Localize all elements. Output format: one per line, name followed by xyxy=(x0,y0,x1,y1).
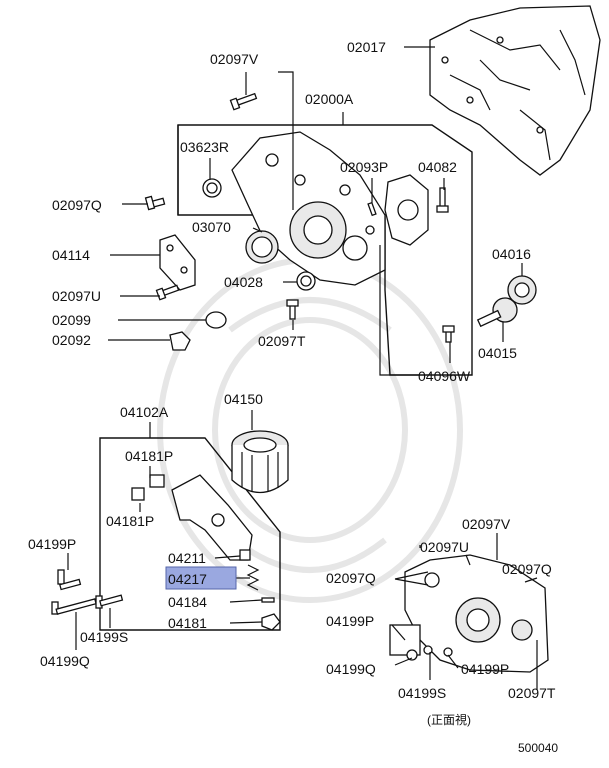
label-04181[interactable]: 04181 xyxy=(168,615,207,631)
oil-pump-cover-04082[interactable] xyxy=(384,174,429,246)
bolt-02097U-left[interactable] xyxy=(155,284,180,301)
label-04199S-front[interactable]: 04199S xyxy=(398,685,446,701)
front-view-case[interactable] xyxy=(389,554,549,673)
engine-block-outline xyxy=(429,5,601,176)
o-ring-02099[interactable] xyxy=(205,311,227,329)
highlight-04217 xyxy=(165,566,237,590)
label-02099[interactable]: 02099 xyxy=(52,312,91,328)
label-04016[interactable]: 04016 xyxy=(492,246,531,262)
label-02017[interactable]: 02017 xyxy=(347,39,386,55)
oil-filter-bracket[interactable] xyxy=(171,474,253,561)
label-04028[interactable]: 04028 xyxy=(224,274,263,290)
leader-lines-lower-left xyxy=(67,466,263,650)
label-02093P[interactable]: 02093P xyxy=(340,159,388,175)
part-labels: 02017 02097V 02000A 03623R 02093P 04082 … xyxy=(28,39,556,701)
plug-04181[interactable] xyxy=(261,613,281,631)
label-04199Q-left[interactable]: 04199Q xyxy=(40,653,90,669)
label-03623R[interactable]: 03623R xyxy=(180,139,229,155)
label-02097V-front[interactable]: 02097V xyxy=(462,516,511,532)
gasket-04114[interactable] xyxy=(159,234,196,291)
label-04082[interactable]: 04082 xyxy=(418,159,457,175)
gear-04016[interactable] xyxy=(507,275,537,305)
label-04199P-left[interactable]: 04199P xyxy=(28,536,76,552)
spring-04217[interactable] xyxy=(246,564,260,591)
leader-lines-lower-right xyxy=(391,533,538,690)
plug-04181P-top[interactable] xyxy=(149,474,165,488)
plunger-04211[interactable] xyxy=(239,549,251,561)
gear-shaft-04015[interactable] xyxy=(476,297,518,328)
leader-lines-upper xyxy=(108,46,523,376)
drawing-number: 500040 xyxy=(518,741,558,755)
front-case-part[interactable] xyxy=(231,131,386,286)
label-04150[interactable]: 04150 xyxy=(224,391,263,407)
plug-04181P-bottom[interactable] xyxy=(131,487,145,501)
label-03070[interactable]: 03070 xyxy=(192,219,231,235)
label-04015[interactable]: 04015 xyxy=(478,345,517,361)
label-04211[interactable]: 04211 xyxy=(168,550,206,566)
bolt-02097T-mid[interactable] xyxy=(286,299,299,320)
oil-seal-03070[interactable] xyxy=(245,230,279,264)
label-02097U-front[interactable]: 02097U xyxy=(420,539,469,555)
label-04102A[interactable]: 04102A xyxy=(120,404,169,420)
label-04199P-front-left[interactable]: 04199P xyxy=(326,613,374,629)
label-04217[interactable]: 04217 xyxy=(168,571,207,587)
label-04114[interactable]: 04114 xyxy=(52,247,90,263)
label-02097Q-front-left[interactable]: 02097Q xyxy=(326,570,376,586)
label-02097Q-front-right[interactable]: 02097Q xyxy=(502,561,552,577)
label-04199S-left[interactable]: 04199S xyxy=(80,629,128,645)
oil-filter-04150[interactable] xyxy=(231,430,289,493)
pin-02093P[interactable] xyxy=(367,201,377,217)
plug-02092[interactable] xyxy=(169,331,191,351)
label-02092[interactable]: 02092 xyxy=(52,332,91,348)
bolt-02097V-top[interactable] xyxy=(229,92,258,111)
bolt-04199Q-left[interactable] xyxy=(51,598,97,615)
label-02097T-mid[interactable]: 02097T xyxy=(258,333,306,349)
label-04181P-bottom[interactable]: 04181P xyxy=(106,513,154,529)
watermark-emblem xyxy=(157,257,463,603)
label-02097T-front[interactable]: 02097T xyxy=(508,685,556,701)
oil-seal-03623R[interactable] xyxy=(202,178,222,198)
bolt-04199S-left[interactable] xyxy=(95,594,124,609)
label-02097Q-left[interactable]: 02097Q xyxy=(52,197,102,213)
bolt-04199P-left[interactable] xyxy=(57,569,82,591)
view-note: (正面視) xyxy=(427,712,471,727)
o-ring-04028[interactable] xyxy=(296,271,316,291)
bolt-02097Q-left[interactable] xyxy=(144,195,166,211)
label-02000A[interactable]: 02000A xyxy=(305,91,354,107)
label-04199P-front-right[interactable]: 04199P xyxy=(461,661,509,677)
label-02097V-top[interactable]: 02097V xyxy=(210,51,259,67)
bolt-04082[interactable] xyxy=(436,187,449,213)
label-04096W[interactable]: 04096W xyxy=(418,368,471,384)
pin-04184[interactable] xyxy=(261,597,275,603)
label-02097U-left[interactable]: 02097U xyxy=(52,288,101,304)
label-04181P-top[interactable]: 04181P xyxy=(125,448,173,464)
label-04184[interactable]: 04184 xyxy=(168,594,207,610)
label-04199Q-front[interactable]: 04199Q xyxy=(326,661,376,677)
bolt-04096W[interactable] xyxy=(442,325,455,343)
